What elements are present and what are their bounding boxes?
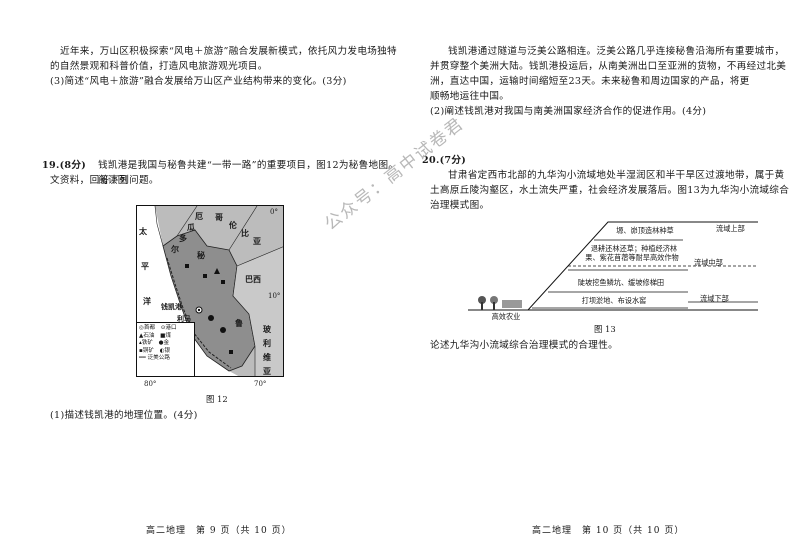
- watershed-diagram: 塬、峁顶造林种草 退耕还林还草；种植经济林 果、紫花苜蓿等耐旱高效作物 陡坡挖鱼…: [468, 212, 758, 316]
- lat-tick-10: 10°: [268, 292, 281, 300]
- question-2: (2)阐述钱凯港对我国与南美洲国家经济合作的促进作用。(4分): [430, 106, 707, 117]
- coal-icon: ■: [160, 332, 166, 339]
- question-19-title: 19.(8分): [42, 160, 87, 171]
- question-end: 论述九华沟小流域综合治理模式的合理性。: [430, 340, 618, 351]
- lower-watershed-label: 流域下部: [700, 294, 729, 303]
- legend-gold: 金: [163, 340, 170, 347]
- legend-silver: 银: [164, 347, 171, 354]
- capital-icon: ◎: [139, 325, 144, 331]
- right-para-line-2: 并贯穿整个美洲大陆。钱凯港投运后，从南美洲出口至亚洲的货物，不再经过北美: [430, 61, 787, 72]
- legend-capital: 首都: [143, 325, 156, 331]
- legend-copper: 铜矿: [142, 347, 154, 354]
- diagram-graphic: [468, 221, 758, 311]
- diagram-box-4: 打坝淤地、布设水窖: [581, 296, 647, 305]
- left-page: 近年来，万山区积极探索“风电＋旅游”融合发展新模式，依托风力发电场独特 的自然景…: [42, 46, 399, 536]
- silver-symbol: [220, 327, 226, 333]
- iron-symbol: [229, 350, 233, 354]
- farm-trees-graphic: [478, 296, 522, 310]
- bolivia-label-2: 利: [263, 338, 271, 348]
- peru-map: 0° 10° 太 平 洋 厄 瓜 多 尔 哥 伦 比 亚 秘 巴西 鲁 玻 利 …: [136, 205, 284, 377]
- question-19-line-1: 钱凯港是我国与秘鲁共建“一带一路”的重要项目，图12为秘鲁地图。阅读图: [98, 160, 399, 186]
- intro-line-1: 近年来，万山区积极探索“风电＋旅游”融合发展新模式，依托风力发电场独特: [60, 46, 397, 57]
- right-page: 钱凯港通过隧道与泛美公路相连。泛美公路几乎连接秘鲁沿海所有重要城市， 并贯穿整个…: [400, 0, 800, 555]
- oil-symbol: [214, 268, 220, 274]
- copper-icon: ▪: [139, 347, 143, 354]
- figure-13-caption: 图 13: [594, 324, 616, 334]
- middle-watershed-label: 流域中部: [694, 258, 723, 267]
- diagram-box-2b: 果、紫花苜蓿等耐旱高效作物: [585, 253, 679, 262]
- figure-12-caption: 图 12: [206, 394, 228, 404]
- efficient-agriculture-label: 高效农业: [491, 312, 521, 321]
- legend-port: 港口: [165, 325, 177, 331]
- lon-tick-80: 80°: [144, 380, 157, 388]
- peru-label-1: 秘: [197, 250, 205, 260]
- capital-label: 利马: [177, 314, 191, 323]
- question-20-line-1: 甘肃省定西市北部的九华沟小流域地处半湿润区和半干旱区过渡地带，属于黄: [448, 170, 785, 181]
- port-icon: ⊙: [160, 325, 166, 331]
- colombia-label-1: 哥: [215, 212, 223, 222]
- bolivia-label-3: 维: [263, 352, 271, 362]
- coal-symbol: [221, 280, 225, 284]
- legend-coal: 煤: [165, 332, 172, 339]
- right-para-line-1: 钱凯港通过隧道与泛美公路相连。泛美公路几乎连接秘鲁沿海所有重要城市，: [448, 46, 785, 57]
- ecuador-label-4: 尔: [171, 244, 179, 254]
- right-para-line-3: 洲，直达中国，运输时间缩短至23天。未来秘鲁和周边国家的产品，将更: [430, 76, 750, 87]
- legend-oil: 石油: [143, 332, 155, 339]
- ecuador-label-3: 多: [179, 233, 187, 243]
- oil-icon: ▲: [139, 332, 144, 339]
- diagram-box-1: 塬、峁顶造林种草: [616, 226, 674, 235]
- legend-iron: 铁矿: [141, 340, 154, 347]
- gold-symbol: [208, 315, 214, 321]
- gold-icon: ●: [158, 340, 164, 347]
- question-1: (1)描述钱凯港的地理位置。(4分): [50, 410, 198, 421]
- ecuador-label-1: 厄: [195, 211, 203, 221]
- right-footer: 高二地理 第 10 页（共 10 页）: [532, 526, 685, 536]
- left-footer: 高二地理 第 9 页（共 10 页）: [146, 526, 292, 536]
- colombia-label-2: 伦: [229, 220, 237, 230]
- upper-watershed-label: 流域上部: [716, 224, 745, 233]
- iron-icon: ▴: [139, 340, 142, 347]
- ocean-label-2: 平: [141, 261, 149, 271]
- coal-symbol: [185, 264, 189, 268]
- intro-line-2: 的自然景观和科普价值，打造风电旅游观光项目。: [50, 61, 268, 72]
- peru-label-2: 鲁: [235, 318, 243, 328]
- lat-tick-0: 0°: [270, 208, 278, 216]
- legend-highway: 泛美公路: [147, 355, 170, 362]
- colombia-label-4: 亚: [253, 236, 261, 246]
- bolivia-label-1: 玻: [263, 324, 271, 334]
- ecuador-label-2: 瓜: [187, 222, 195, 232]
- silver-icon: ◐: [159, 347, 165, 354]
- lon-tick-70: 70°: [254, 380, 267, 388]
- right-para-line-4: 顺畅地运往中国。: [430, 91, 510, 102]
- diagram-box-2a: 退耕还林还草；种植经济林: [590, 244, 678, 253]
- brazil-label: 巴西: [245, 274, 261, 284]
- question-3: (3)简述“风电＋旅游”融合发展给万山区产业结构带来的变化。(3分): [50, 76, 347, 87]
- colombia-label-3: 比: [241, 228, 249, 238]
- coal-symbol: [203, 274, 207, 278]
- ocean-label-1: 太: [139, 226, 147, 236]
- ocean-label-3: 洋: [143, 296, 151, 306]
- diagram-box-3: 陡坡挖鱼鳞坑、缓坡修梯田: [577, 278, 665, 287]
- question-20-line-3: 治理模式图。: [430, 200, 490, 211]
- question-20-title: 20.(7分): [422, 155, 467, 166]
- highway-icon: ━━: [139, 355, 146, 362]
- question-20-line-2: 土高原丘陵沟壑区，水土流失严重，社会经济发展落后。图13为九华沟小流域综合: [430, 185, 790, 196]
- port-label: 钱凯港: [161, 302, 182, 311]
- map-legend: ◎首都 ⊙港口 ▲石油 ■煤 ▴铁矿 ●金 ▪铜矿 ◐银 ━━ 泛美公路: [137, 322, 195, 376]
- bolivia-label-4: 亚: [263, 366, 271, 376]
- question-19-line-2: 文资料，回答下列问题。: [50, 175, 159, 186]
